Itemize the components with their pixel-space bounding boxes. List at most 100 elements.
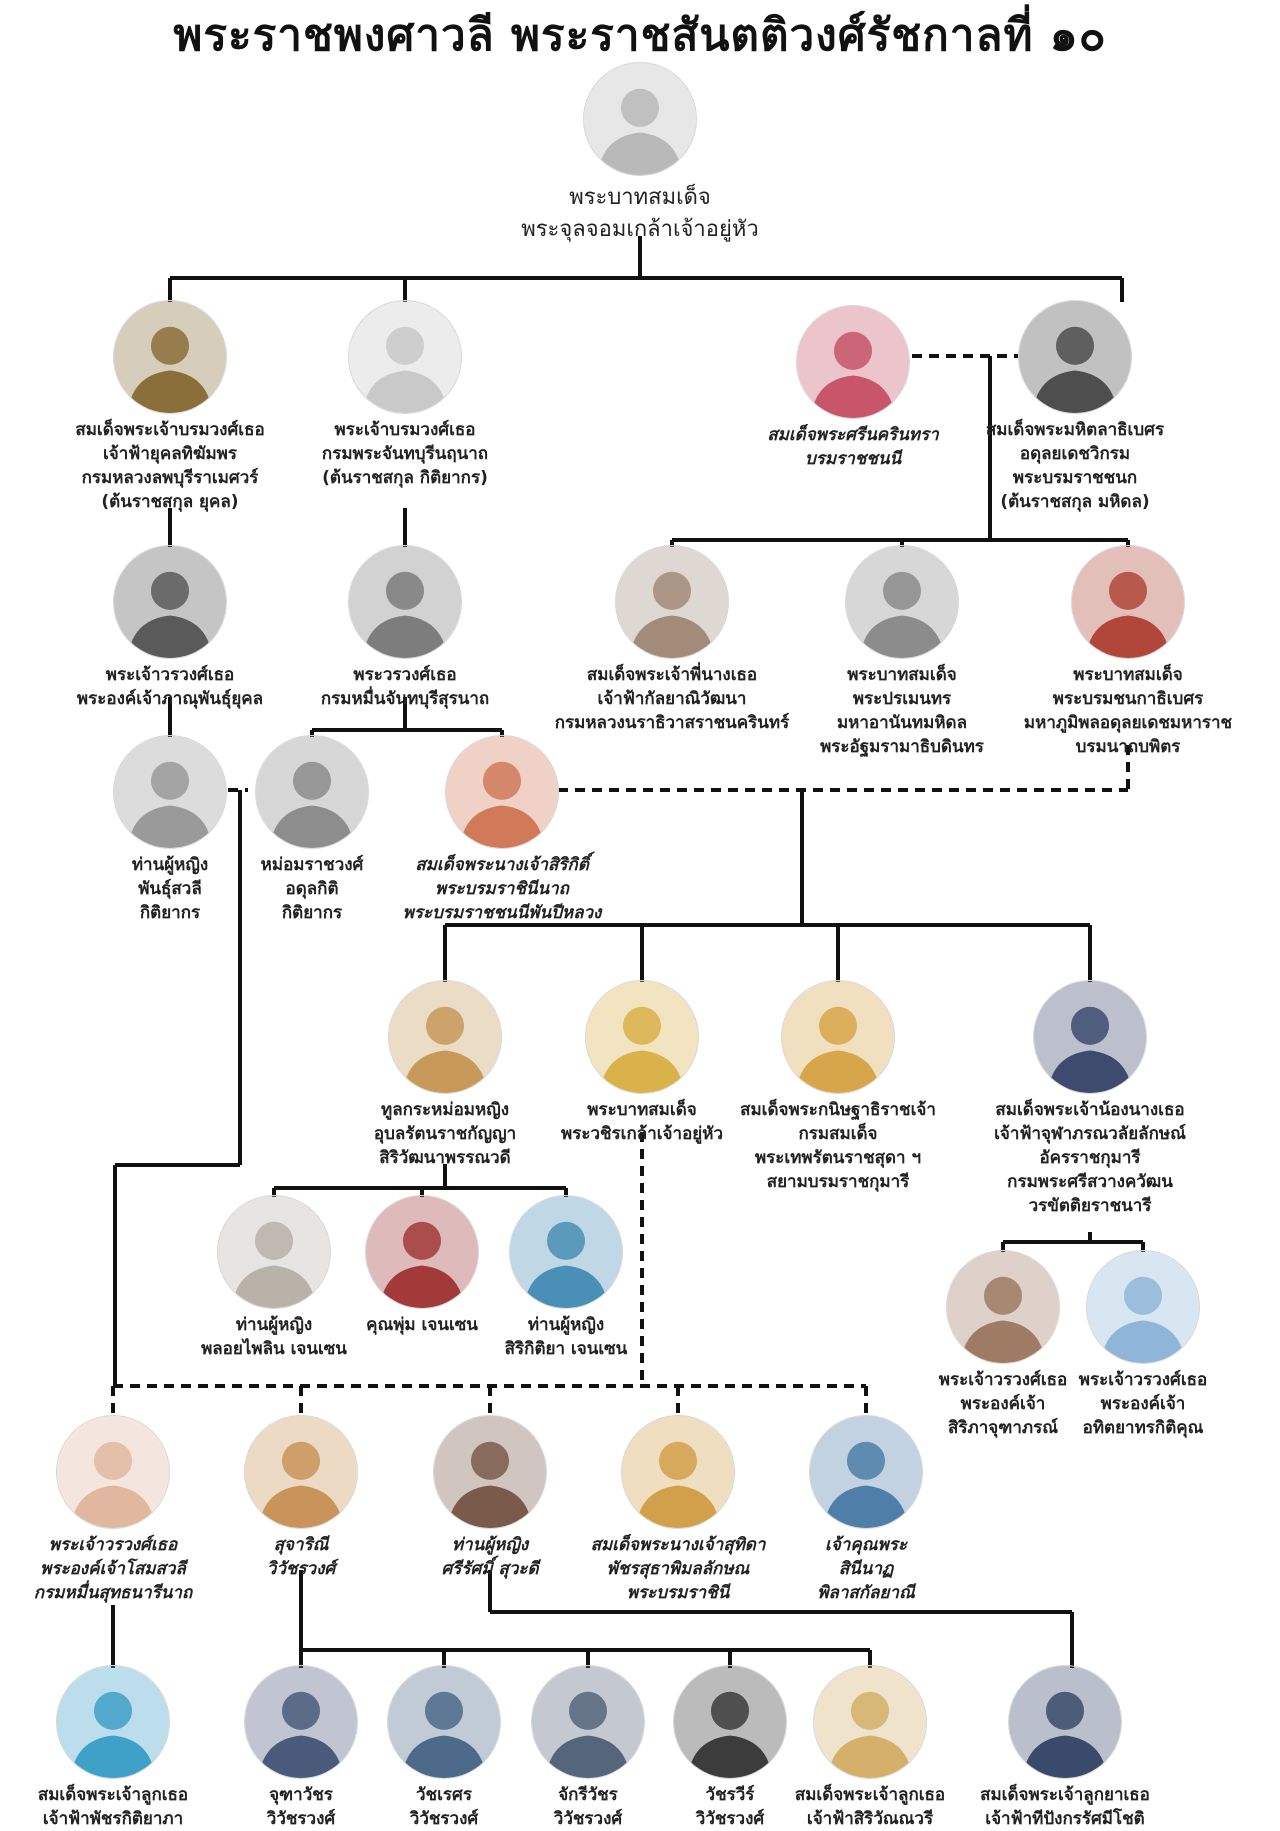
name-line: พระอัฐมรามาธิบดินทร (782, 735, 1022, 759)
name-line: กรมพระศรีสวางควัฒน (970, 1170, 1210, 1194)
name-line: เจ้าฟ้าทีปังกรรัศมีโชติ (945, 1807, 1185, 1831)
person-rama5: พระบาทสมเด็จพระจุลจอมเกล้าเจ้าอยู่หัว (520, 62, 760, 246)
person-mahidol: สมเด็จพระมหิตลาธิเบศรอดุลยเดชวิกรมพระบรม… (955, 300, 1195, 514)
name-line: สมเด็จพระศรีนครินทรา (733, 423, 973, 447)
name-sineenat: เจ้าคุณพระสินีนาฏพิลาสกัลยาณี (746, 1533, 986, 1605)
person-sineenat: เจ้าคุณพระสินีนาฏพิลาสกัลยาณี (746, 1415, 986, 1605)
name-line: พระจุลจอมเกล้าเจ้าอยู่หัว (520, 214, 760, 246)
person-rama9: พระบาทสมเด็จพระบรมชนกาธิเบศรมหาภูมิพลอดุ… (1008, 545, 1248, 759)
portrait-yukol (113, 300, 227, 414)
name-line: พระเจ้าวรวงศ์เธอ (1023, 1368, 1263, 1392)
person-aditayadorn: พระเจ้าวรวงศ์เธอพระองค์เจ้าอทิตยาทรกิติค… (1023, 1250, 1263, 1440)
portrait-bhanubandhu (113, 545, 227, 659)
name-line: วรขัตติยราชนารี (970, 1194, 1210, 1218)
person-rama8: พระบาทสมเด็จพระปรเมนทรมหาอานันทมหิดลพระอ… (782, 545, 1022, 759)
person-sirikitiya: ท่านผู้หญิงสิริกิติยา เจนเซน (446, 1195, 686, 1361)
name-line: สมเด็จพระเจ้าบรมวงศ์เธอ (50, 418, 290, 442)
name-line: เจ้าฟ้าจุฬาภรณวลัยลักษณ์ (970, 1122, 1210, 1146)
portrait-chulabhorn (1033, 980, 1147, 1094)
portrait-rama8 (845, 545, 959, 659)
name-line: พระบรมราชชนก (955, 466, 1195, 490)
portrait-srirasmi (433, 1415, 547, 1529)
portrait-sirivannavari (813, 1665, 927, 1779)
person-sirikit: สมเด็จพระนางเจ้าสิริกิติ์พระบรมราชินีนาถ… (382, 735, 622, 925)
name-line: มหาภูมิพลอดุลยเดชมหาราช (1008, 711, 1248, 735)
name-line: พระบรมราชชนนีพันปีหลวง (382, 901, 622, 925)
portrait-adulakit (255, 735, 369, 849)
name-chulabhorn: สมเด็จพระเจ้าน้องนางเธอเจ้าฟ้าจุฬาภรณวลั… (970, 1098, 1210, 1218)
name-line: สิริกิติยา เจนเซน (446, 1337, 686, 1361)
name-line: สมเด็จพระมหิตลาธิเบศร (955, 418, 1195, 442)
portrait-aditayadorn (1086, 1250, 1200, 1364)
portrait-rama10 (585, 980, 699, 1094)
name-line: พระปรเมนทร (782, 687, 1022, 711)
name-line: มหาอานันทมหิดล (782, 711, 1022, 735)
name-line: กรมพระจันทบุรีนฤนาถ (285, 442, 525, 466)
portrait-nakkhatra (348, 545, 462, 659)
portrait-ubolratana (388, 980, 502, 1094)
portrait-srinagarindra (796, 305, 910, 419)
name-kitiyakara: พระเจ้าบรมวงศ์เธอกรมพระจันทบุรีนฤนาถ(ต้น… (285, 418, 525, 490)
name-line: เจ้าฟ้ากัลยาณิวัฒนา (552, 687, 792, 711)
person-dipangkorn: สมเด็จพระเจ้าลูกยาเธอเจ้าฟ้าทีปังกรรัศมี… (945, 1665, 1185, 1831)
name-line: สมเด็จพระเจ้าน้องนางเธอ (970, 1098, 1210, 1122)
name-line: อดุลยเดชวิกรม (955, 442, 1195, 466)
name-line: พระบาทสมเด็จ (782, 663, 1022, 687)
name-line: กรมหมื่นจันทบุรีสุรนาถ (285, 687, 525, 711)
name-bhanubandhu: พระเจ้าวรวงศ์เธอพระองค์เจ้าภาณุพันธุ์ยุค… (50, 663, 290, 711)
portrait-dipangkorn (1008, 1665, 1122, 1779)
name-line: พระเทพรัตนราชสุดา ฯ (718, 1146, 958, 1170)
name-line: พระบรมราชินีนาถ (382, 877, 622, 901)
name-line: สินีนาฏ (746, 1557, 986, 1581)
name-sirikit: สมเด็จพระนางเจ้าสิริกิติ์พระบรมราชินีนาถ… (382, 853, 622, 925)
name-line: กรมหลวงลพบุรีราเมศวร์ (50, 466, 290, 490)
portrait-suthida (621, 1415, 735, 1529)
name-srinagarindra: สมเด็จพระศรีนครินทราบรมราชชนนี (733, 423, 973, 471)
name-mahidol: สมเด็จพระมหิตลาธิเบศรอดุลยเดชวิกรมพระบรม… (955, 418, 1195, 514)
name-line: พลอยไพลิน เจนเซน (154, 1337, 394, 1361)
portrait-rama9 (1071, 545, 1185, 659)
portrait-rama5 (583, 62, 697, 176)
person-chulabhorn: สมเด็จพระเจ้าน้องนางเธอเจ้าฟ้าจุฬาภรณวลั… (970, 980, 1210, 1218)
name-line: (ต้นราชสกุล กิติยากร) (285, 466, 525, 490)
person-srinagarindra: สมเด็จพระศรีนครินทราบรมราชชนนี (733, 305, 973, 471)
name-line: กรมหลวงนราธิวาสราชนครินทร์ (552, 711, 792, 735)
name-line: เจ้าฟ้ายุคลทิฆัมพร (50, 442, 290, 466)
name-line: อัครราชกุมารี (970, 1146, 1210, 1170)
name-sirindhorn: สมเด็จพระกนิษฐาธิราชเจ้ากรมสมเด็จพระเทพร… (718, 1098, 958, 1194)
name-line: พระวรวงศ์เธอ (285, 663, 525, 687)
name-line: สมเด็จพระนางเจ้าสิริกิติ์ (382, 853, 622, 877)
name-line: (ต้นราชสกุล มหิดล) (955, 490, 1195, 514)
name-rama8: พระบาทสมเด็จพระปรเมนทรมหาอานันทมหิดลพระอ… (782, 663, 1022, 759)
name-line: กรมหมื่นสุทธนารีนาถ (0, 1581, 233, 1605)
portrait-soamsawali (56, 1415, 170, 1529)
name-line: พระบาทสมเด็จ (520, 182, 760, 214)
portrait-sineenat (809, 1415, 923, 1529)
name-line: สยามบรมราชกุมารี (718, 1170, 958, 1194)
name-yukol: สมเด็จพระเจ้าบรมวงศ์เธอเจ้าฟ้ายุคลทิฆัมพ… (50, 418, 290, 514)
name-line: อทิตยาทรกิติคุณ (1023, 1416, 1263, 1440)
person-nakkhatra: พระวรวงศ์เธอกรมหมื่นจันทบุรีสุรนาถ (285, 545, 525, 711)
portrait-sirikitiya (509, 1195, 623, 1309)
name-line: สิริวัฒนาพรรณวดี (325, 1146, 565, 1170)
person-bhanubandhu: พระเจ้าวรวงศ์เธอพระองค์เจ้าภาณุพันธุ์ยุค… (50, 545, 290, 711)
name-line: กรมสมเด็จ (718, 1122, 958, 1146)
name-line: สมเด็จพระเจ้าลูกยาเธอ (945, 1783, 1185, 1807)
name-line: บรมราชชนนี (733, 447, 973, 471)
name-rama9: พระบาทสมเด็จพระบรมชนกาธิเบศรมหาภูมิพลอดุ… (1008, 663, 1248, 759)
name-line: พระองค์เจ้าภาณุพันธุ์ยุคล (50, 687, 290, 711)
name-line: สมเด็จพระเจ้าพี่นางเธอ (552, 663, 792, 687)
name-line: เจ้าคุณพระ (746, 1533, 986, 1557)
portrait-kitiyakara (348, 300, 462, 414)
person-galyani: สมเด็จพระเจ้าพี่นางเธอเจ้าฟ้ากัลยาณิวัฒน… (552, 545, 792, 735)
portrait-sujarinee (244, 1415, 358, 1529)
portrait-galyani (615, 545, 729, 659)
portrait-sirikit (445, 735, 559, 849)
name-line: (ต้นราชสกุล ยุคล) (50, 490, 290, 514)
name-sirikitiya: ท่านผู้หญิงสิริกิติยา เจนเซน (446, 1313, 686, 1361)
name-line: พระเจ้าวรวงศ์เธอ (50, 663, 290, 687)
name-galyani: สมเด็จพระเจ้าพี่นางเธอเจ้าฟ้ากัลยาณิวัฒน… (552, 663, 792, 735)
name-nakkhatra: พระวรวงศ์เธอกรมหมื่นจันทบุรีสุรนาถ (285, 663, 525, 711)
name-line: พิลาสกัลยาณี (746, 1581, 986, 1605)
name-aditayadorn: พระเจ้าวรวงศ์เธอพระองค์เจ้าอทิตยาทรกิติค… (1023, 1368, 1263, 1440)
